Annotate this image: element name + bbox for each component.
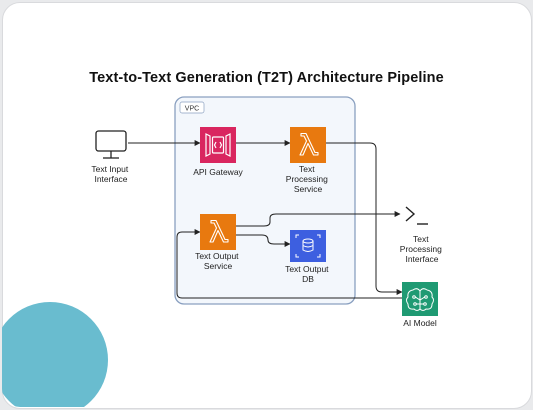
database-icon <box>290 230 326 262</box>
vpc-badge <box>179 101 205 114</box>
svg-text:Text Input Interface: Text Input Interface <box>91 164 130 184</box>
api-gateway-node: API Gateway <box>193 127 244 177</box>
text-output-service-node: Text Output Service <box>195 214 241 271</box>
text-input-label-1: Text Input <box>91 164 128 174</box>
text-processing-interface-label-1: Text <box>413 234 429 244</box>
text-processing-service-label-1: Text <box>299 164 315 174</box>
text-processing-interface-node: Text Processing Interface <box>400 206 444 264</box>
lambda-icon <box>200 214 236 250</box>
edge-ai-to-output <box>176 229 402 299</box>
svg-text:Text Processing Se: Text Processing Service <box>286 164 330 194</box>
svg-text:Text Output Service: Text Output Service <box>195 251 241 271</box>
text-output-db-node: Text Output DB <box>285 230 331 284</box>
vpc-label: VPC <box>185 106 199 113</box>
decorative-circle <box>2 302 108 407</box>
ai-model-node: AI Model <box>402 282 438 328</box>
svg-text:Text Output DB: Text Output DB <box>285 264 331 284</box>
terminal-icon <box>405 206 428 225</box>
ai-model-label: AI Model <box>403 318 437 328</box>
text-output-service-label-1: Text Output <box>195 251 239 261</box>
diagram-title: Text-to-Text Generation (T2T) Architectu… <box>89 70 444 86</box>
text-processing-interface-label-2: Processing <box>400 244 442 254</box>
text-processing-service-label-2: Processing <box>286 174 328 184</box>
text-output-db-label-1: Text Output <box>285 264 329 274</box>
text-processing-interface-label-3: Interface <box>405 254 438 264</box>
api-gateway-label: API Gateway <box>193 167 243 177</box>
text-input-node: Text Input Interface <box>91 130 130 184</box>
lambda-icon <box>290 127 326 163</box>
edge-output-to-terminal <box>236 211 401 227</box>
text-processing-service-node: Text Processing Service <box>286 127 330 194</box>
text-input-label-2: Interface <box>94 174 127 184</box>
edge-output-to-db <box>236 234 291 247</box>
text-output-service-label-2: Service <box>204 261 233 271</box>
edge-processing-to-ai <box>326 142 403 295</box>
svg-text:Text Processing In: Text Processing Interface <box>400 234 444 264</box>
text-output-db-label-2: DB <box>302 274 314 284</box>
monitor-icon <box>95 130 127 159</box>
text-processing-service-label-3: Service <box>294 184 323 194</box>
connections <box>128 140 403 299</box>
